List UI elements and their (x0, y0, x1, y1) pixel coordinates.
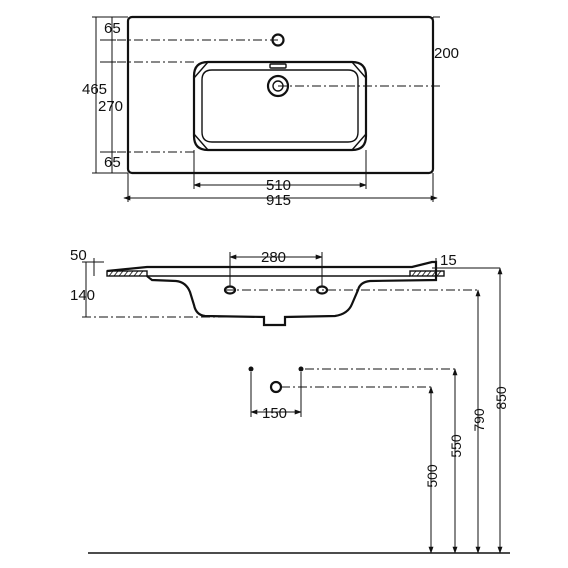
dim-height-850: 850 (493, 386, 509, 410)
drain-icon (266, 74, 290, 98)
waste-outlet-icon (269, 380, 283, 394)
dim-height-550: 550 (448, 434, 464, 458)
dim-body-height: 140 (70, 287, 95, 304)
countertop-left (106, 270, 148, 277)
basin-outline (126, 15, 435, 175)
bowl-inner (201, 69, 359, 143)
basin-profile (106, 260, 438, 327)
wall-fixing-right-icon (298, 366, 304, 372)
dim-bowl-width: 510 (266, 177, 291, 194)
dim-bottom-offset: 65 (104, 154, 121, 171)
dim-overall-width: 915 (266, 192, 291, 209)
side-view: 280 15 50 140 150 500 550 790 850 (70, 247, 510, 554)
wall-fixing-left-icon (248, 366, 254, 372)
dim-height-500: 500 (424, 464, 440, 488)
dim-bowl-height: 270 (98, 98, 123, 115)
top-view: 65 465 270 65 200 510 915 (82, 15, 459, 209)
dim-rim-edge: 15 (440, 252, 457, 269)
dim-rim-thickness: 50 (70, 247, 87, 264)
dim-left-height: 465 (82, 81, 107, 98)
dim-tap-spacing: 280 (261, 249, 286, 266)
dim-height-790: 790 (471, 408, 487, 432)
dim-right-height: 200 (434, 45, 459, 62)
dim-top-offset: 65 (104, 20, 121, 37)
overflow-slot (269, 63, 287, 69)
dim-waste-spacing: 150 (262, 405, 287, 422)
